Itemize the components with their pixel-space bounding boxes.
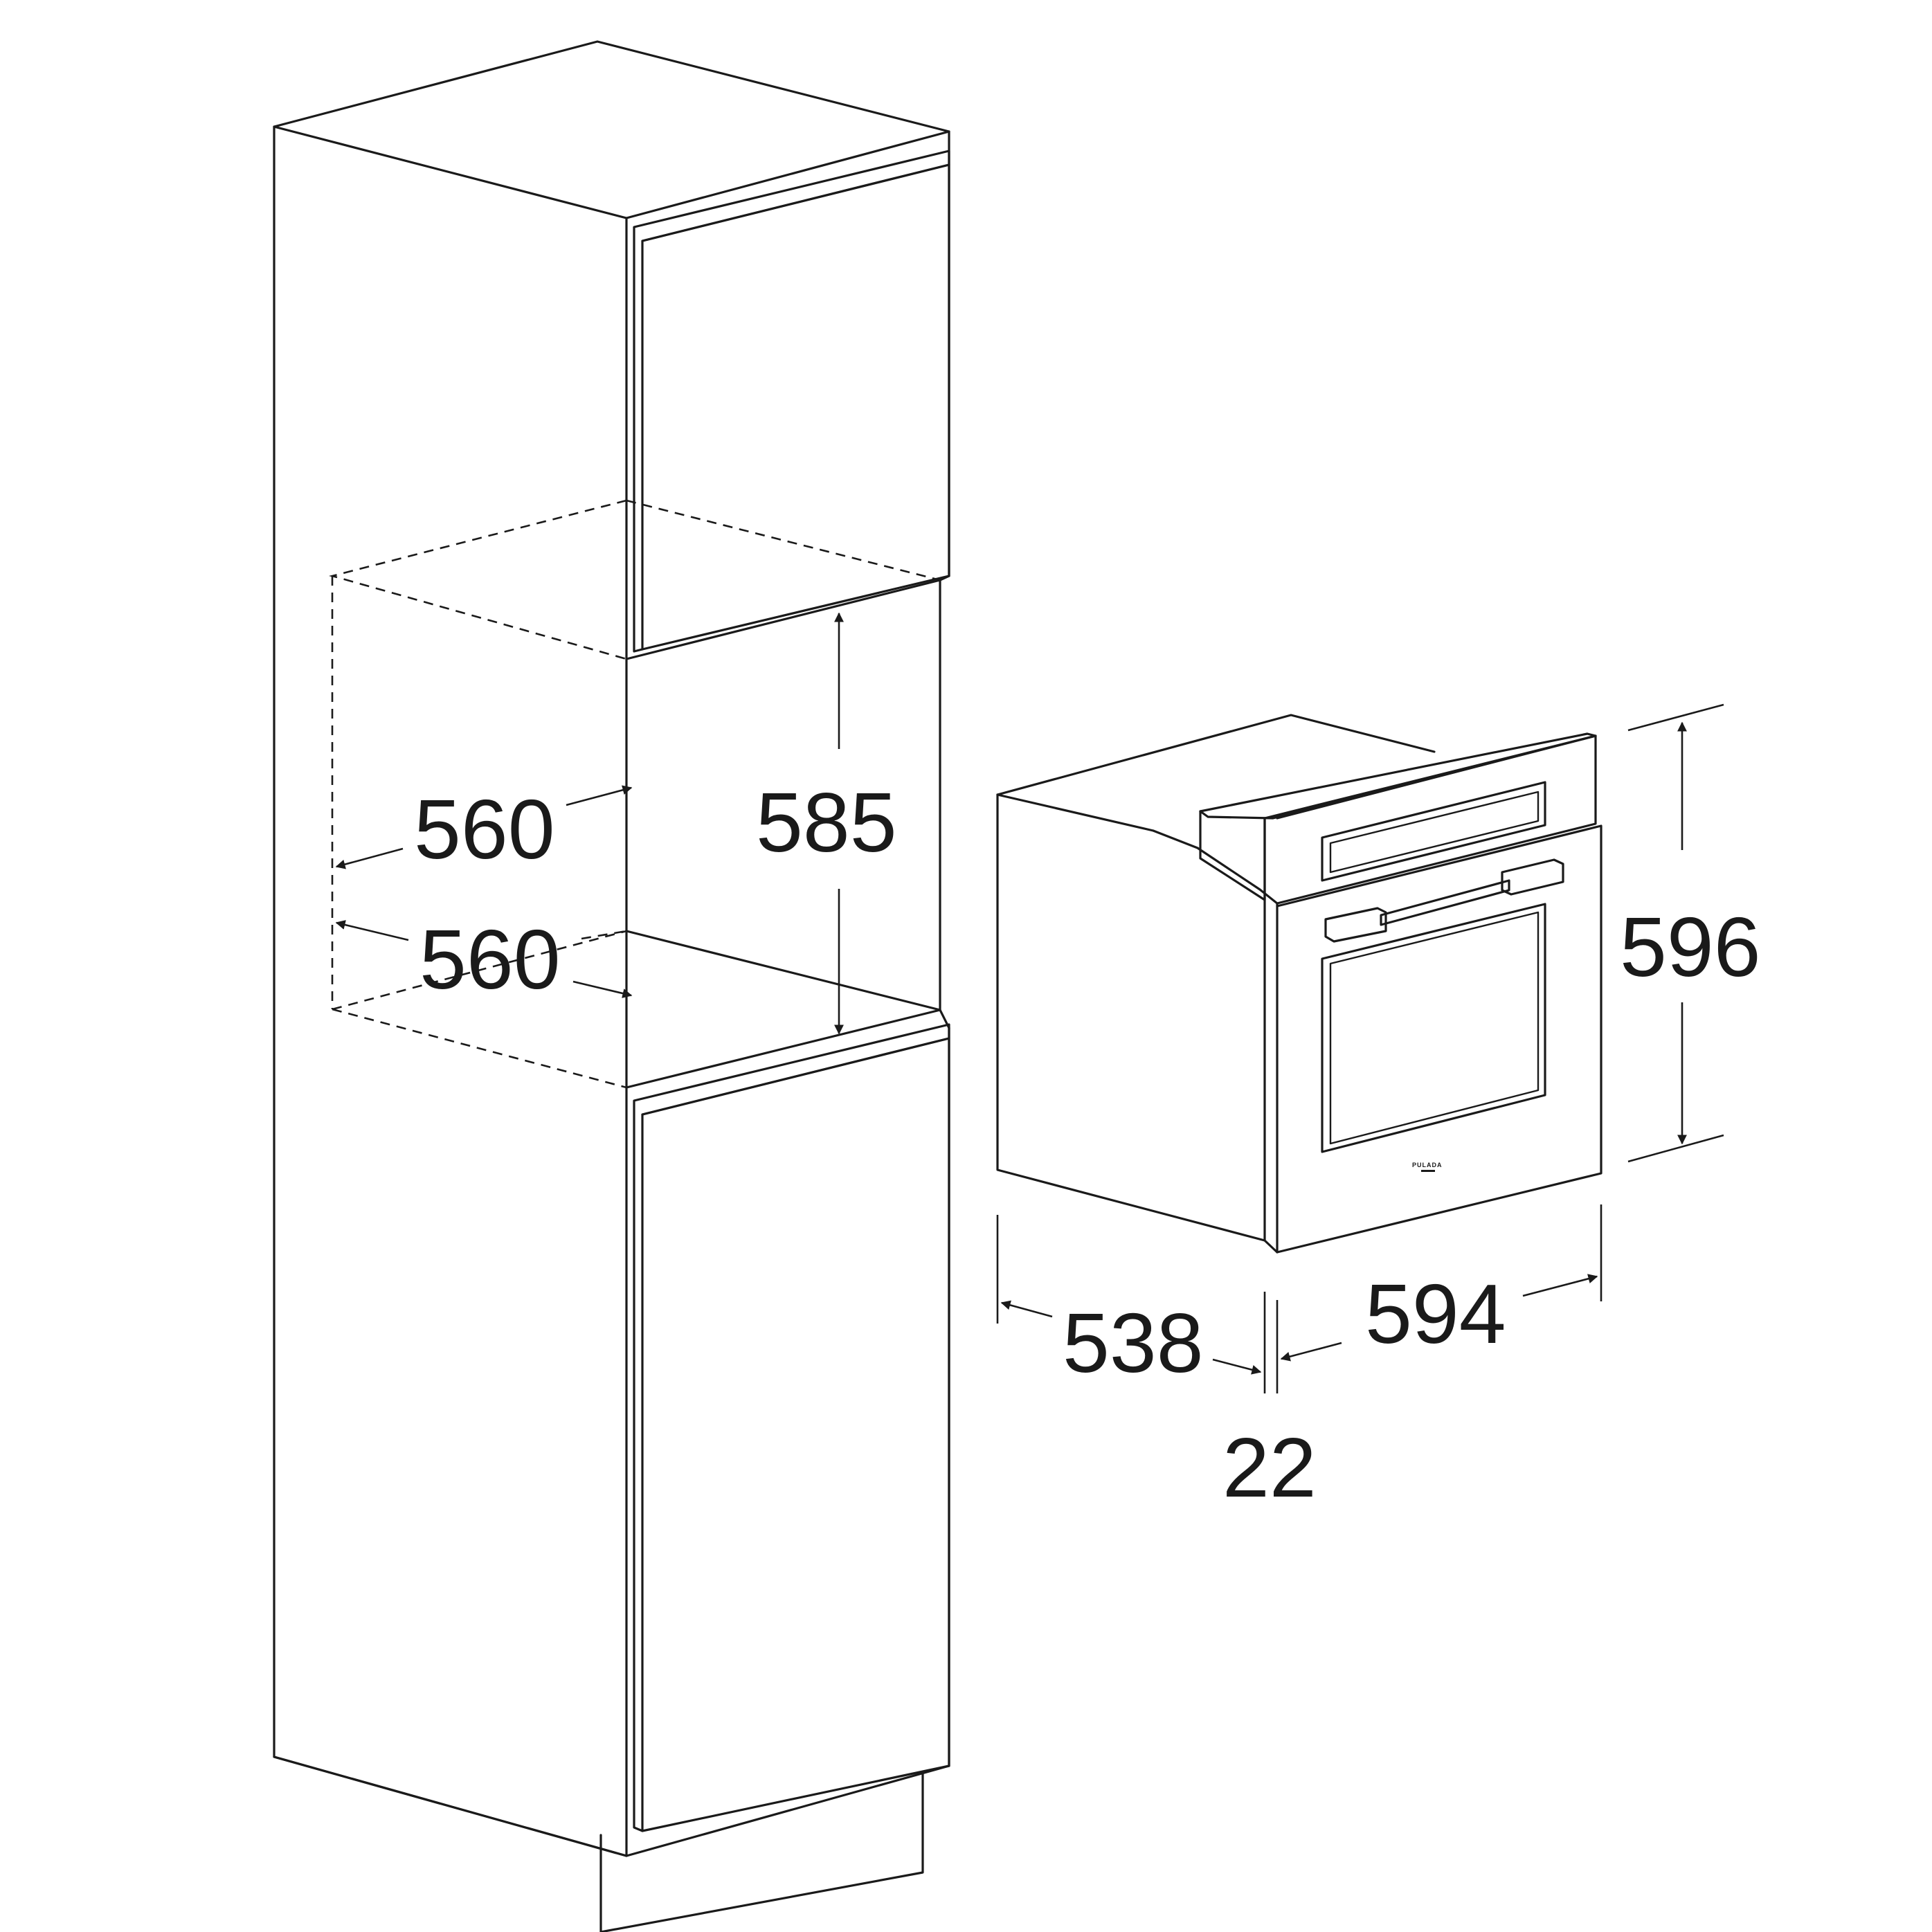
niche-bottom-back-dashed — [332, 930, 627, 1011]
niche-floor-back-edge — [625, 930, 941, 1011]
dim-560-bottom-left-arrow — [335, 920, 409, 941]
dim-560-bottom-right-arrow — [572, 980, 633, 998]
upper-door — [633, 150, 950, 653]
dim-538-right-arrow — [1212, 1358, 1262, 1375]
oven-niche — [329, 499, 950, 1089]
label-niche-height: 585 — [756, 775, 897, 869]
lower-door-edge — [633, 1023, 950, 1832]
niche-front-frame — [625, 579, 941, 1089]
oven-panel-slope — [1152, 829, 1279, 905]
built-in-oven: PULADA — [996, 714, 1603, 1254]
cabinet-top-face — [273, 40, 950, 219]
label-front-thickness: 22 — [1222, 1420, 1317, 1515]
oven-front-face — [1276, 824, 1603, 1254]
dimension-labels: 560 560 585 596 538 594 22 — [414, 775, 1761, 1515]
dim-560-top-left-arrow — [335, 847, 404, 869]
lower-door-face — [641, 1037, 950, 1832]
dim-560-top-right-arrow — [566, 785, 633, 806]
dim-594-left-arrow — [1280, 1342, 1342, 1362]
oven-display-inner — [1329, 791, 1540, 874]
handle-bar — [1380, 879, 1510, 926]
label-niche-width-top: 560 — [414, 782, 555, 876]
lower-door — [633, 1023, 950, 1832]
dim-560-bottom-dash — [581, 930, 627, 940]
oven-display-outer — [1321, 781, 1546, 882]
oven-body-top-front — [996, 793, 1155, 832]
plinth-front — [599, 1771, 924, 1932]
handle-left-block — [1324, 907, 1387, 943]
oven-panel-top — [1199, 732, 1597, 820]
oven-dimensions — [996, 703, 1724, 1393]
ext-596-top — [1627, 703, 1724, 732]
oven-window-inner — [1329, 911, 1540, 1145]
oven-window-outer — [1321, 903, 1546, 1153]
label-oven-width: 594 — [1365, 1267, 1506, 1361]
label-oven-depth: 538 — [1063, 1296, 1204, 1390]
niche-bottom-front-dashed — [332, 1008, 627, 1089]
niche-top-join — [939, 575, 950, 581]
label-niche-width-bottom: 560 — [419, 912, 561, 1006]
oven-front-top — [1276, 734, 1597, 820]
cabinet-base-line — [273, 1755, 950, 1857]
niche-dimensions — [335, 612, 844, 1035]
upper-door-edge — [633, 150, 950, 653]
upper-door-face — [641, 163, 950, 651]
dim-594-right-arrow — [1522, 1274, 1598, 1297]
oven-badge-sub — [1421, 1170, 1435, 1172]
oven-handle[interactable] — [1324, 858, 1564, 943]
niche-top-left-dashed — [329, 499, 627, 660]
oven-brand-badge: PULADA — [1412, 1162, 1443, 1168]
handle-right-block — [1501, 858, 1564, 896]
niche-top-back-dashed — [626, 499, 941, 581]
label-oven-height: 596 — [1620, 900, 1761, 994]
ext-596-bottom — [1627, 1134, 1724, 1163]
oven-body-side — [996, 793, 1266, 1242]
oven-body-top — [996, 714, 1436, 796]
dim-538-left-arrow — [1000, 1300, 1053, 1318]
